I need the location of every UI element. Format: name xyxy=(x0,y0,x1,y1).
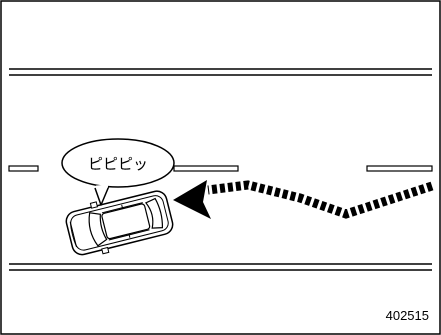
figure-code: 402515 xyxy=(386,308,429,323)
warning-sound-text: ピピピッ xyxy=(88,155,148,173)
